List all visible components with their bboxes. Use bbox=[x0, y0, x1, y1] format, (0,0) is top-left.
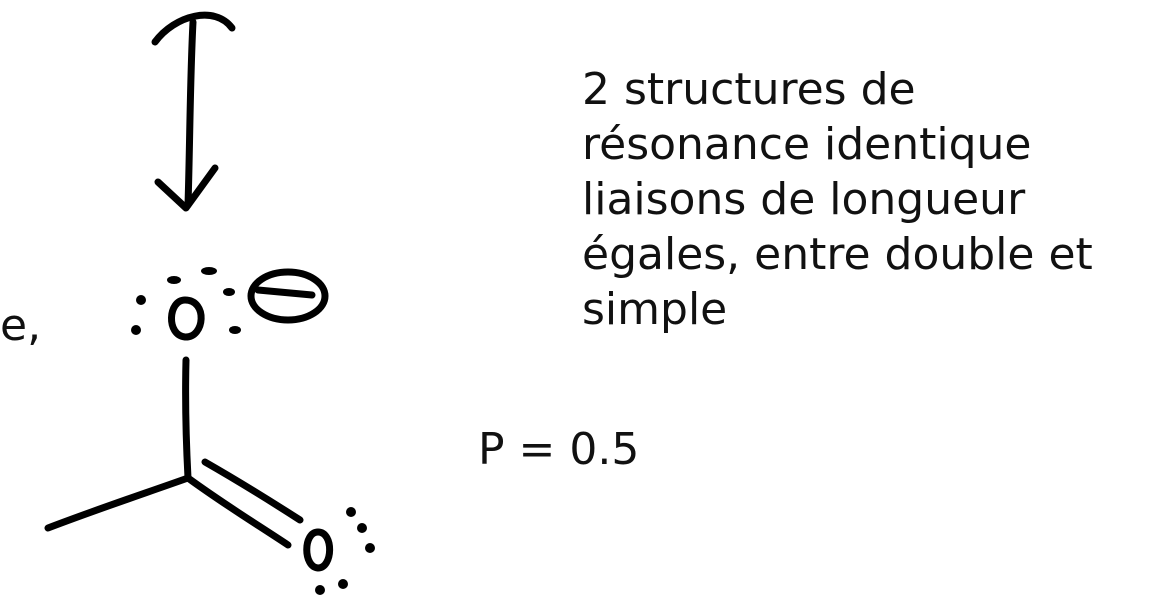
note-line: égales, entre double et bbox=[582, 229, 1093, 280]
note-line: résonance identique bbox=[582, 119, 1032, 170]
negative-charge bbox=[247, 268, 329, 324]
note-line: liaisons de longueur bbox=[582, 174, 1026, 225]
resonance-arrow bbox=[151, 11, 236, 212]
note-line: 2 structures de bbox=[582, 64, 916, 115]
clipped-text-fragment: e, bbox=[0, 300, 42, 351]
probability-label: P = 0.5 bbox=[478, 424, 640, 475]
resonance-notes: 2 structures de résonance identique liai… bbox=[582, 62, 1142, 337]
lone-pairs-top-oxygen bbox=[131, 267, 241, 335]
note-line: simple bbox=[582, 284, 728, 335]
oxygen-atom-bottom: O bbox=[303, 528, 334, 572]
oxygen-atom-top: O bbox=[168, 296, 205, 341]
lone-pairs-bottom-oxygen bbox=[315, 507, 375, 595]
single-bond-o-c bbox=[182, 356, 192, 482]
single-bond-methyl bbox=[44, 474, 192, 532]
double-bond-c-o bbox=[184, 458, 304, 549]
